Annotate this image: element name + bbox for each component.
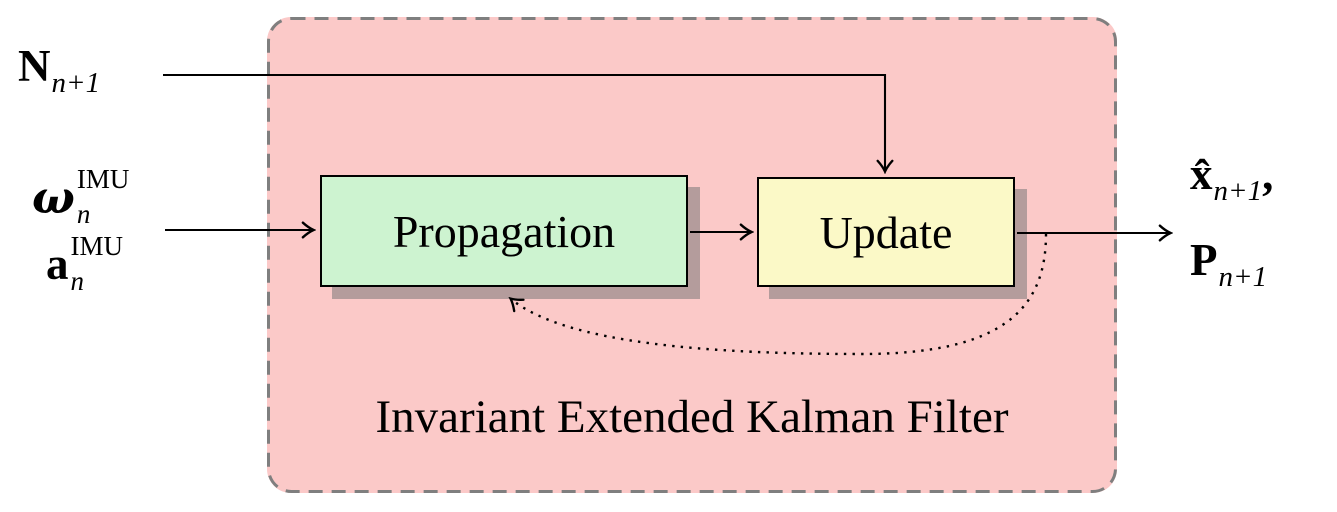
state-subscript: n+1: [1213, 175, 1263, 207]
gyro-superscript: IMU: [76, 164, 130, 194]
accel-symbol: a: [46, 238, 69, 289]
covariance-output-label: P n+1: [1190, 235, 1267, 292]
noise-input-label: N n+1: [18, 41, 100, 98]
state-suffix: ,: [1262, 149, 1274, 199]
covariance-symbol: P: [1190, 235, 1218, 285]
update-block: Update: [757, 177, 1015, 287]
propagation-block-label: Propagation: [392, 205, 616, 257]
noise-symbol: N: [18, 41, 51, 91]
update-block-label: Update: [819, 206, 953, 258]
noise-subscript: n+1: [51, 67, 101, 99]
propagation-block: Propagation: [320, 175, 688, 287]
accel-scripts: IMU n: [71, 233, 124, 295]
accel-superscript: IMU: [70, 231, 124, 261]
covariance-subscript: n+1: [1218, 261, 1268, 293]
accel-input-label: a IMU n: [46, 233, 123, 295]
iekf-container-label: Invariant Extended Kalman Filter: [375, 391, 1009, 443]
gyro-subscript: n: [76, 199, 91, 229]
state-output-label: x̂ n+1 ,: [1190, 149, 1274, 206]
gyro-scripts: IMU n: [77, 166, 130, 228]
state-symbol: x̂: [1190, 149, 1213, 199]
accel-subscript: n: [70, 266, 85, 296]
gyro-symbol: ω: [32, 170, 75, 224]
gyro-input-label: ω IMU n: [32, 166, 129, 228]
